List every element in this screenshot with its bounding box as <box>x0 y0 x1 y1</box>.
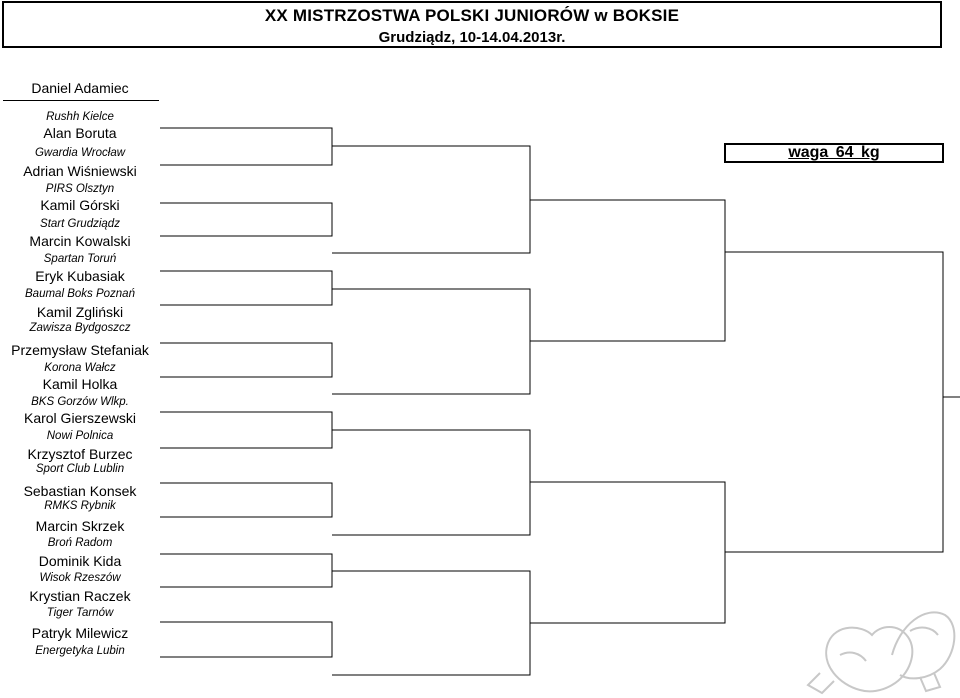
competitor-club: Sport Club Lublin <box>35 463 125 475</box>
header-box: XX MISTRZOSTWA POLSKI JUNIORÓW w BOKSIE … <box>2 1 942 48</box>
competitor-club: Tiger Tarnów <box>46 607 114 619</box>
boxing-gloves-icon <box>806 611 956 695</box>
bracket-connector-r1-5 <box>160 411 333 449</box>
competitor-name: Marcin Kowalski <box>29 233 131 249</box>
competitor-club: Wisok Rzeszów <box>39 572 121 584</box>
competitor-club: BKS Gorzów Wlkp. <box>31 396 129 408</box>
competitor-club: Start Grudziądz <box>40 218 120 230</box>
competitor-name: Marcin Skrzek <box>35 518 125 534</box>
bracket-connector-r1-4 <box>160 342 333 378</box>
competitor-name: Przemysław Stefaniak <box>11 342 149 358</box>
competitor-club: Gwardia Wrocław <box>34 147 126 159</box>
competitor-name: Krystian Raczek <box>29 588 131 604</box>
bracket-connector-r2-2 <box>332 288 531 395</box>
bracket-connector-r2-4 <box>332 570 531 676</box>
bracket-connector-r1-7 <box>160 553 333 588</box>
bracket-connector-r1-2 <box>160 202 333 237</box>
competitor-club: Nowi Polnica <box>46 430 114 442</box>
bracket-connector-r1-6 <box>160 482 333 518</box>
competitor-club: Zawisza Bydgoszcz <box>29 322 131 334</box>
competitor-name: Daniel Adamiec <box>31 80 129 96</box>
competitor-name: Karol Gierszewski <box>23 410 137 426</box>
competitor-name: Eryk Kubasiak <box>35 268 125 284</box>
bracket-connector-r1-3 <box>160 270 333 306</box>
first-entry-underline <box>3 100 159 101</box>
competitor-name: Kamil Zgliński <box>36 304 124 320</box>
competitor-name: Kamil Holka <box>42 376 118 392</box>
page-subtitle: Grudziądz, 10-14.04.2013r. <box>378 29 566 46</box>
competitor-club: Broń Radom <box>47 537 113 549</box>
competitor-name: Kamil Górski <box>40 197 120 213</box>
bracket-connector-r3-2 <box>530 481 726 624</box>
competitor-club: Rushh Kielce <box>46 111 114 123</box>
page-title: XX MISTRZOSTWA POLSKI JUNIORÓW w BOKSIE <box>264 6 680 25</box>
bracket-connector-r2-1 <box>332 145 531 254</box>
competitor-club: RMKS Rybnik <box>44 500 116 512</box>
competitor-club: Spartan Toruń <box>43 253 117 265</box>
competitor-name: Adrian Wiśniewski <box>23 163 137 179</box>
competitor-club: Energetyka Lubin <box>35 645 125 657</box>
competitor-name: Krzysztof Burzec <box>27 446 133 462</box>
competitor-name: Sebastian Konsek <box>23 483 137 499</box>
bracket-connector-r3-1 <box>530 199 726 342</box>
competitor-club: Baumal Boks Poznań <box>25 288 135 300</box>
bracket-connector-r2-3 <box>332 429 531 536</box>
competitor-name: Alan Boruta <box>43 125 117 141</box>
weight-class-label: waga 64 kg <box>788 144 880 161</box>
competitor-club: PIRS Olsztyn <box>45 183 115 195</box>
competitor-name: Dominik Kida <box>38 553 122 569</box>
bracket-connector-final <box>725 251 944 553</box>
competitor-club: Korona Wałcz <box>44 362 116 374</box>
weight-class-box: waga 64 kg <box>724 143 944 163</box>
competitor-name: Patryk Milewicz <box>31 625 129 641</box>
bracket-connector-r1-1 <box>160 127 333 166</box>
bracket-connector-r1-8 <box>160 621 333 658</box>
